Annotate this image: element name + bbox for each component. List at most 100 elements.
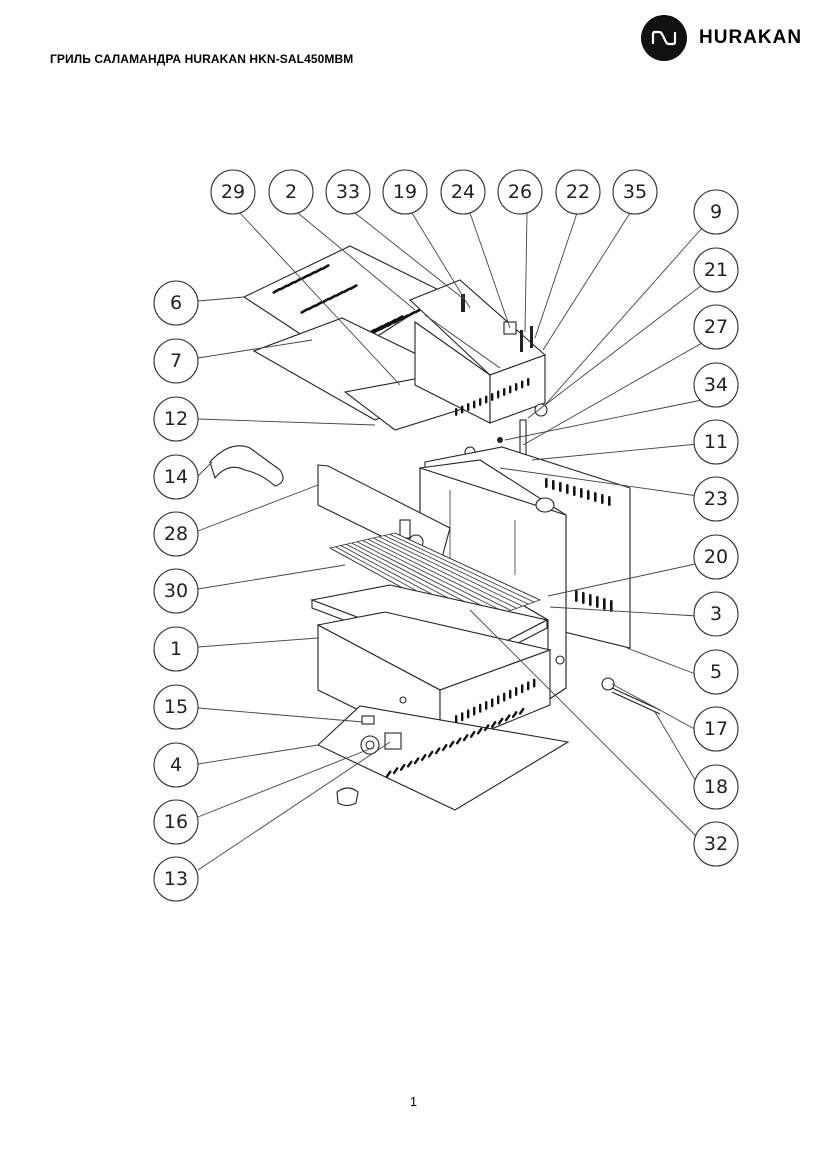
callout-label: 21 — [704, 259, 728, 281]
vent-slot — [559, 482, 562, 492]
grate-bar — [356, 541, 500, 615]
vent-slot — [385, 770, 392, 778]
vent-slot — [476, 727, 483, 735]
callout-22: 22 — [555, 169, 601, 215]
callout-5: 5 — [693, 649, 739, 695]
grate-bar — [394, 532, 541, 601]
vent-slot — [566, 484, 569, 494]
callout-13: 13 — [153, 856, 199, 902]
vent-slot — [575, 590, 578, 602]
vent-slot — [527, 681, 530, 691]
vent-slot — [497, 390, 500, 399]
callout-27: 27 — [693, 304, 739, 350]
vent-slot — [594, 492, 597, 502]
vent-slot — [479, 703, 482, 713]
vent-slot — [509, 689, 512, 699]
vent-slot — [467, 403, 470, 411]
vent-slot — [393, 317, 402, 324]
callout-label: 2 — [285, 181, 297, 203]
callout-label: 15 — [164, 696, 188, 718]
vent-slot — [399, 763, 406, 771]
vent-slot — [434, 747, 441, 755]
grate-bar — [389, 533, 535, 603]
vent-slot — [603, 598, 606, 610]
vent-slot — [279, 284, 288, 291]
vent-slot — [372, 327, 381, 334]
callout-label: 4 — [170, 754, 182, 776]
vent-slot — [503, 692, 506, 702]
vent-slot — [587, 490, 590, 500]
vent-slot — [400, 314, 409, 321]
callout-label: 3 — [710, 603, 722, 625]
vent-slot — [515, 687, 518, 696]
vent-slot — [462, 734, 469, 742]
vent-slot — [580, 488, 583, 498]
vent-slot — [589, 594, 592, 606]
callout-label: 29 — [221, 181, 245, 203]
vent-slot — [485, 701, 488, 710]
callout-24: 24 — [440, 169, 486, 215]
callout-15: 15 — [153, 684, 199, 730]
callout-label: 1 — [170, 638, 182, 660]
callout-17: 17 — [693, 706, 739, 752]
callout-7: 7 — [153, 338, 199, 384]
vent-slot — [349, 284, 358, 291]
vent-slot — [545, 478, 548, 488]
callout-label: 14 — [164, 466, 188, 488]
vent-slot — [328, 294, 337, 301]
vent-slot — [392, 767, 399, 775]
control-knob — [336, 787, 359, 807]
vent-slot — [321, 264, 330, 271]
vent-slot — [521, 684, 524, 694]
callout-label: 27 — [704, 316, 728, 338]
brand-name: HURAKAN — [699, 27, 803, 48]
vent-slot — [483, 724, 490, 732]
vent-slot — [379, 324, 388, 331]
vent-slot — [300, 307, 309, 314]
vent-slot — [335, 290, 344, 297]
vent-slot — [511, 711, 518, 719]
vent-slot — [469, 730, 476, 738]
callout-label: 33 — [336, 181, 360, 203]
page-number: 1 — [409, 1094, 418, 1109]
grate-bar — [378, 536, 523, 607]
vent-slot — [497, 695, 500, 705]
vent-slot — [314, 301, 323, 308]
callout-label: 17 — [704, 718, 728, 740]
callout-28: 28 — [153, 511, 199, 557]
burner-box — [408, 279, 548, 424]
vent-slot — [293, 277, 302, 284]
vent-slot — [473, 400, 476, 409]
vent-slot — [596, 596, 599, 608]
vent-slot — [448, 740, 455, 748]
callout-label: 16 — [164, 811, 188, 833]
callout-label: 12 — [164, 408, 188, 430]
valve-assembly — [360, 715, 402, 755]
vent-slot — [461, 405, 464, 414]
callout-1: 1 — [153, 626, 199, 672]
callout-20: 20 — [693, 534, 739, 580]
callout-label: 32 — [704, 833, 728, 855]
callout-18: 18 — [693, 764, 739, 810]
vent-slot — [479, 398, 482, 406]
callout-label: 11 — [704, 431, 728, 453]
vent-slot — [503, 388, 506, 396]
callout-label: 24 — [451, 181, 475, 203]
callout-label: 26 — [508, 181, 532, 203]
vent-slot — [455, 408, 458, 416]
vent-slot — [485, 395, 488, 404]
callout-label: 30 — [164, 580, 188, 602]
leader-lines — [197, 212, 703, 871]
top-cover-plate — [242, 245, 447, 361]
callout-label: 13 — [164, 868, 188, 890]
grate-bar — [367, 538, 512, 611]
vent-slot — [307, 304, 316, 311]
vent-slot — [491, 698, 494, 708]
vent-slot — [521, 380, 524, 389]
callout-14: 14 — [153, 454, 199, 500]
callout-label: 22 — [566, 181, 590, 203]
vent-slot — [427, 750, 434, 758]
vent-slot — [461, 712, 464, 722]
callout-32: 32 — [693, 821, 739, 867]
vent-slot — [455, 715, 458, 724]
